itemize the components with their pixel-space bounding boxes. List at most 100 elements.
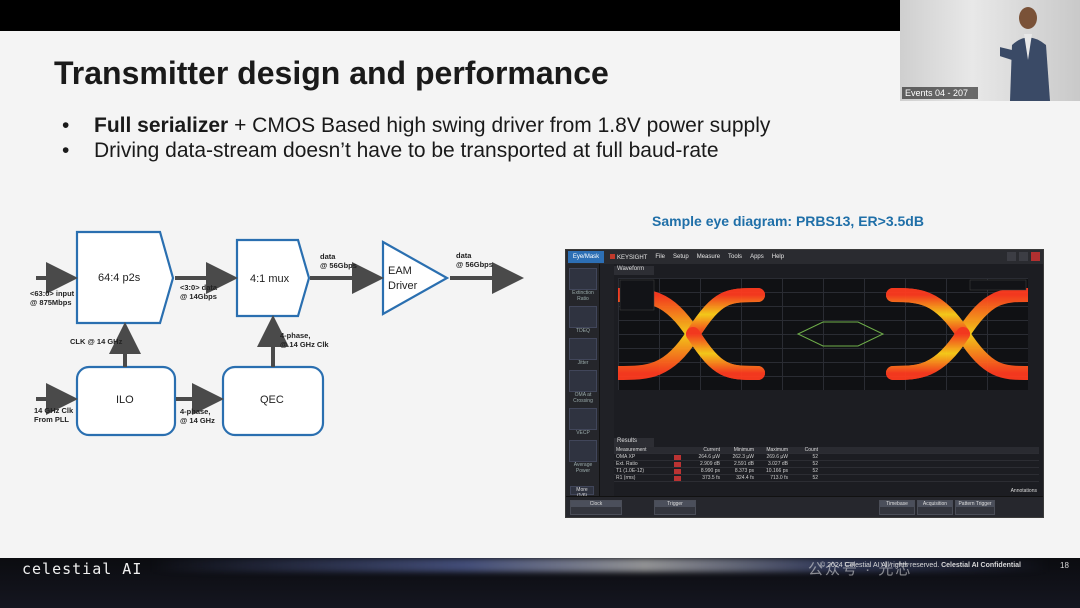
jitter-tool[interactable]: [569, 338, 597, 360]
eye-display: [618, 278, 1028, 390]
cell: 2.909 dB: [686, 461, 720, 467]
cell: 52: [788, 454, 818, 460]
menu-file[interactable]: File: [655, 254, 665, 260]
menu-measure[interactable]: Measure: [697, 254, 720, 260]
side-label: OMA at Crossing: [566, 392, 600, 404]
cell: OMA XP: [614, 454, 674, 460]
speaker-figure: [1000, 0, 1060, 101]
status-tag: [674, 475, 686, 481]
acquisition-panel[interactable]: Acquisition: [917, 500, 953, 515]
eye-pattern: [618, 278, 1028, 390]
side-label: TDEQ: [566, 328, 600, 334]
scope-menubar: Eye/Mask KEYSIGHT File Setup Measure Too…: [566, 250, 1043, 264]
oscilloscope-screenshot: Eye/Mask KEYSIGHT File Setup Measure Too…: [565, 249, 1044, 518]
close-icon[interactable]: [1031, 252, 1040, 261]
p2s-label: 64:4 p2s: [98, 272, 141, 284]
results-tab[interactable]: Results: [614, 438, 654, 447]
eye-right-bottom: [893, 334, 963, 373]
status-tag: [674, 461, 686, 467]
ilo-out-label-2: @ 14 GHz: [180, 416, 215, 425]
table-row[interactable]: T1 (1.0E-12) 8.990 ps 8.373 ps 10.166 ps…: [614, 468, 1039, 475]
acquisition-panel-title: Acquisition: [918, 501, 952, 507]
cell: 373.5 fs: [686, 475, 720, 481]
side-label: Average Power: [566, 462, 600, 474]
table-row[interactable]: R1 (rms) 373.5 fs 324.4 fs 713.0 fs 52: [614, 475, 1039, 482]
pattern-trigger-panel-title: Pattern Trigger: [956, 501, 994, 507]
eye-contour-legend: [620, 280, 654, 310]
signal-legend: [970, 280, 1026, 290]
cell: 269.6 µW: [754, 454, 788, 460]
cell: 8.373 ps: [720, 468, 754, 474]
cell: 324.4 fs: [720, 475, 754, 481]
cell: R1 (rms): [614, 475, 674, 481]
col-count: Count: [788, 447, 818, 453]
eam-label-2: Driver: [388, 280, 418, 292]
col-minimum: Minimum: [720, 447, 754, 453]
video-label: Events 04 - 207: [902, 87, 978, 99]
table-row[interactable]: Ext. Ratio 2.909 dB 2.591 dB 3.027 dB 52: [614, 461, 1039, 468]
mid-data-label-1: <3:0> data: [180, 283, 218, 292]
eye-mask: [798, 322, 883, 346]
slide: Transmitter design and performance • Ful…: [0, 31, 1080, 560]
cell: 262.3 µW: [720, 454, 754, 460]
eye-diagram-caption: Sample eye diagram: PRBS13, ER>3.5dB: [652, 213, 924, 229]
keysight-brand: KEYSIGHT: [610, 254, 647, 261]
out-label-1: data: [456, 251, 472, 260]
col-maximum: Maximum: [754, 447, 788, 453]
table-row[interactable]: OMA XP 264.6 µW 262.3 µW 269.6 µW 52: [614, 454, 1039, 461]
trigger-panel[interactable]: Trigger: [654, 500, 696, 515]
ilo-label: ILO: [116, 394, 134, 406]
minimize-icon[interactable]: [1007, 252, 1016, 261]
cell: 8.990 ps: [686, 468, 720, 474]
cell: 3.027 dB: [754, 461, 788, 467]
copyright-text: © 2024 Celestial AI All rights reserved.…: [820, 562, 1021, 569]
oma-crossing-tool[interactable]: [569, 370, 597, 392]
eye-left-bottom: [693, 334, 758, 373]
qec-label: QEC: [260, 394, 284, 406]
cell: 2.591 dB: [720, 461, 754, 467]
more-button[interactable]: More (1/6): [570, 486, 594, 495]
mux-label: 4:1 mux: [250, 273, 290, 285]
cell: 52: [788, 475, 818, 481]
tdeq-tool[interactable]: [569, 306, 597, 328]
cell: 52: [788, 468, 818, 474]
eam-label-1: EAM: [388, 265, 412, 277]
menu-setup[interactable]: Setup: [673, 254, 689, 260]
menu-apps[interactable]: Apps: [750, 254, 764, 260]
eye-right-top: [893, 295, 963, 334]
cell: 52: [788, 461, 818, 467]
page-number: 18: [1060, 561, 1069, 570]
col-status: [674, 447, 686, 453]
eam-driver-block: [383, 242, 447, 314]
cell: Ext. Ratio: [614, 461, 674, 467]
eye-mask-mode-button[interactable]: Eye/Mask: [568, 251, 604, 263]
average-power-tool[interactable]: [569, 440, 597, 462]
clock-panel[interactable]: Clock: [570, 500, 622, 515]
maximize-icon[interactable]: [1019, 252, 1028, 261]
clk-in-label-2: From PLL: [34, 415, 69, 424]
menu-help[interactable]: Help: [772, 254, 784, 260]
extinction-ratio-tool[interactable]: [569, 268, 597, 290]
clk-in-label-1: 14 GHz Clk: [34, 406, 74, 415]
annotations-toggle[interactable]: Annotations: [1011, 488, 1037, 494]
measurement-table: Measurement Current Minimum Maximum Coun…: [614, 447, 1039, 482]
vecp-tool[interactable]: [569, 408, 597, 430]
waveform-tab[interactable]: Waveform: [614, 266, 654, 275]
qec-out-label-2: @ 14 GHz Clk: [280, 340, 329, 349]
table-header: Measurement Current Minimum Maximum Coun…: [614, 447, 1039, 454]
transmitter-block-diagram: 64:4 p2s 4:1 mux EAM Driver ILO QEC <63:…: [0, 31, 560, 560]
measurement-sidebar: Extinction Ratio TDEQ Jitter OMA at Cros…: [566, 264, 600, 498]
copyright-regular: © 2024 Celestial AI All rights reserved.: [820, 562, 941, 569]
slide-footer: celestial AI 公众号 · 光芯 © 2024 Celestial A…: [0, 558, 1080, 608]
out-label-2: @ 56Gbps: [456, 260, 493, 269]
status-tag: [674, 468, 686, 474]
ilo-out-label-1: 4-phase,: [180, 407, 210, 416]
timebase-panel[interactable]: Timebase: [879, 500, 915, 515]
trigger-panel-title: Trigger: [655, 501, 695, 507]
celestial-ai-logo: celestial AI: [22, 560, 142, 578]
menu-tools[interactable]: Tools: [728, 254, 742, 260]
col-current: Current: [686, 447, 720, 453]
vertical-tabs[interactable]: [600, 264, 614, 498]
clock-panel-title: Clock: [571, 501, 621, 507]
pattern-trigger-panel[interactable]: Pattern Trigger: [955, 500, 995, 515]
